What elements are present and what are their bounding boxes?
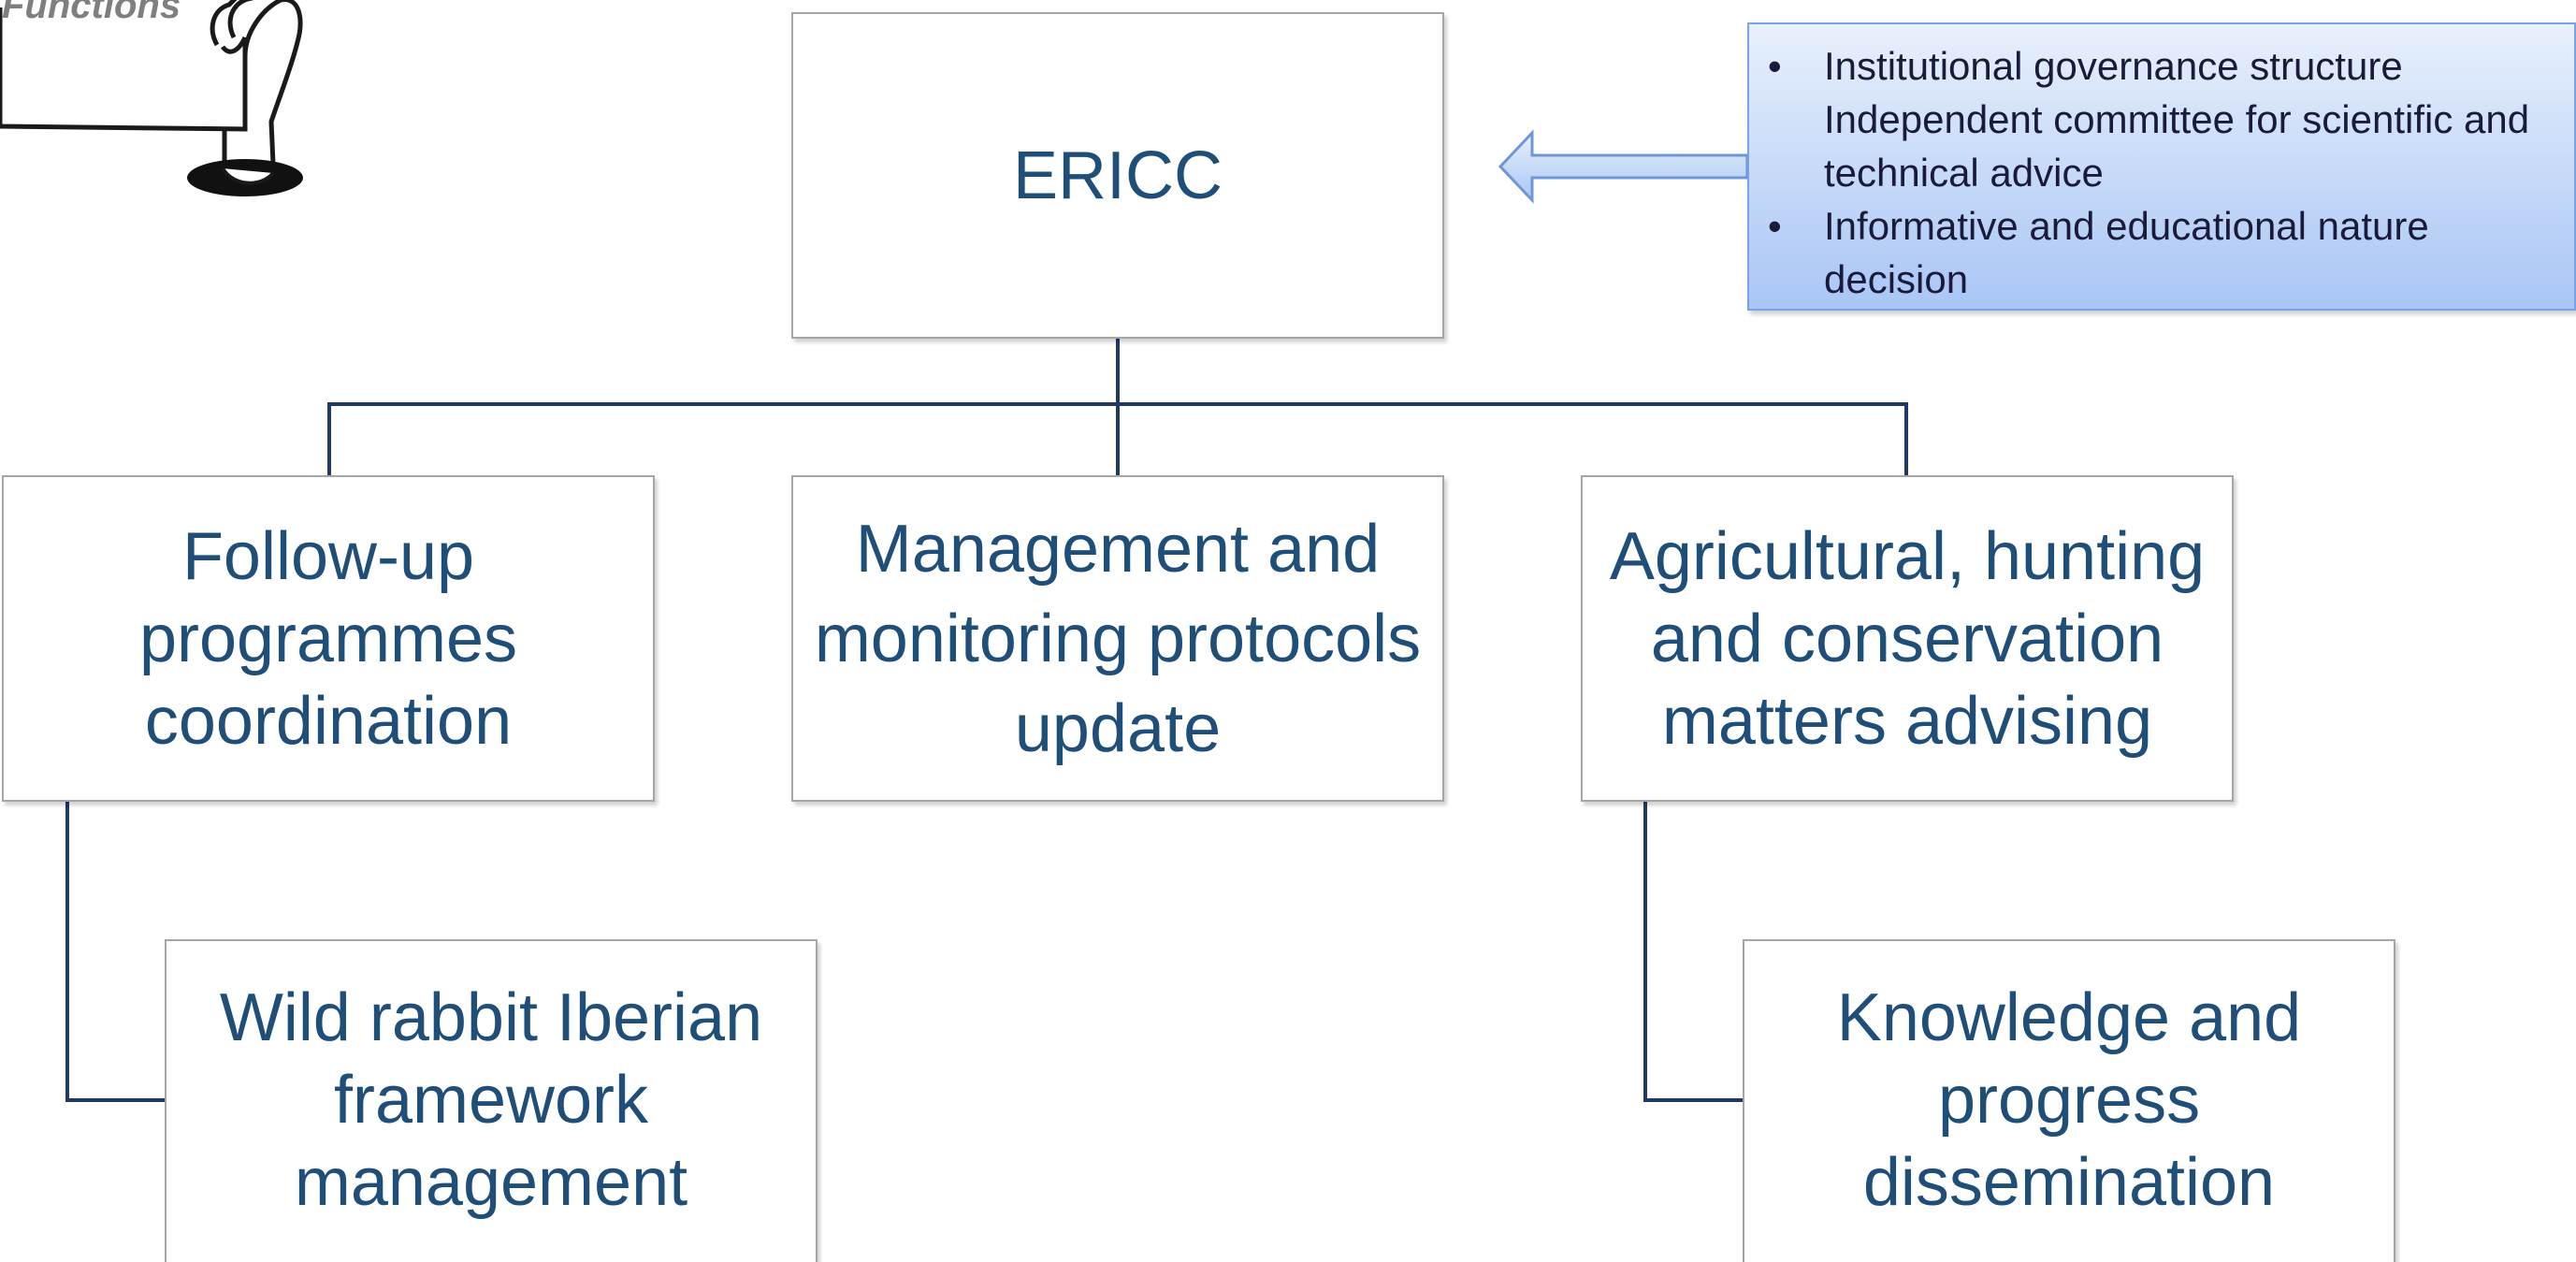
level2-box-wild-rabbit: Wild rabbit Iberian framework management: [165, 939, 818, 1262]
callout-list: • Institutional governance structure Ind…: [1749, 24, 2574, 306]
level1-label-agricultural: Agricultural, hunting and conservation m…: [1609, 518, 2206, 759]
level1-box-agricultural: Agricultural, hunting and conservation m…: [1581, 475, 2234, 802]
connector-horizontal-bar: [327, 402, 1908, 406]
level1-label-followup: Follow-up programmes coordination: [138, 518, 518, 759]
left-arrow-icon: [1498, 129, 1749, 204]
hand-holding-sign-icon: [0, 0, 303, 196]
root-label: ERICC: [1012, 138, 1223, 213]
callout-box: • Institutional governance structure Ind…: [1747, 22, 2576, 311]
connector-right-drop: [1904, 402, 1908, 475]
connector-left-vertical: [65, 800, 69, 1102]
callout-item: • Institutional governance structure Ind…: [1749, 39, 2574, 199]
level2-label-wild-rabbit: Wild rabbit Iberian framework management: [219, 980, 763, 1220]
level1-box-management: Management and monitoring protocols upda…: [791, 475, 1444, 802]
level1-box-followup: Follow-up programmes coordination: [2, 475, 655, 802]
connector-left-drop: [327, 402, 331, 475]
root-box: ERICC: [791, 12, 1444, 339]
connector-right-vertical: [1643, 800, 1647, 1102]
callout-item: • Informative and educational nature dec…: [1749, 199, 2574, 306]
bullet-icon: •: [1768, 44, 1782, 88]
level2-label-knowledge: Knowledge and progress dissemination: [1836, 980, 2302, 1220]
level1-label-management: Management and monitoring protocols upda…: [814, 511, 1422, 766]
level2-box-knowledge: Knowledge and progress dissemination: [1743, 939, 2395, 1262]
bullet-icon: •: [1768, 204, 1782, 248]
sign-title: Functions: [2, 0, 181, 26]
corner-sign: Functions: [0, 0, 318, 215]
connector-left-horizontal: [65, 1098, 166, 1102]
connector-root-down: [1116, 337, 1120, 475]
connector-right-horizontal: [1643, 1098, 1743, 1102]
callout-item-text: Institutional governance structure Indep…: [1824, 44, 2530, 195]
callout-item-text: Informative and educational nature decis…: [1824, 204, 2429, 301]
